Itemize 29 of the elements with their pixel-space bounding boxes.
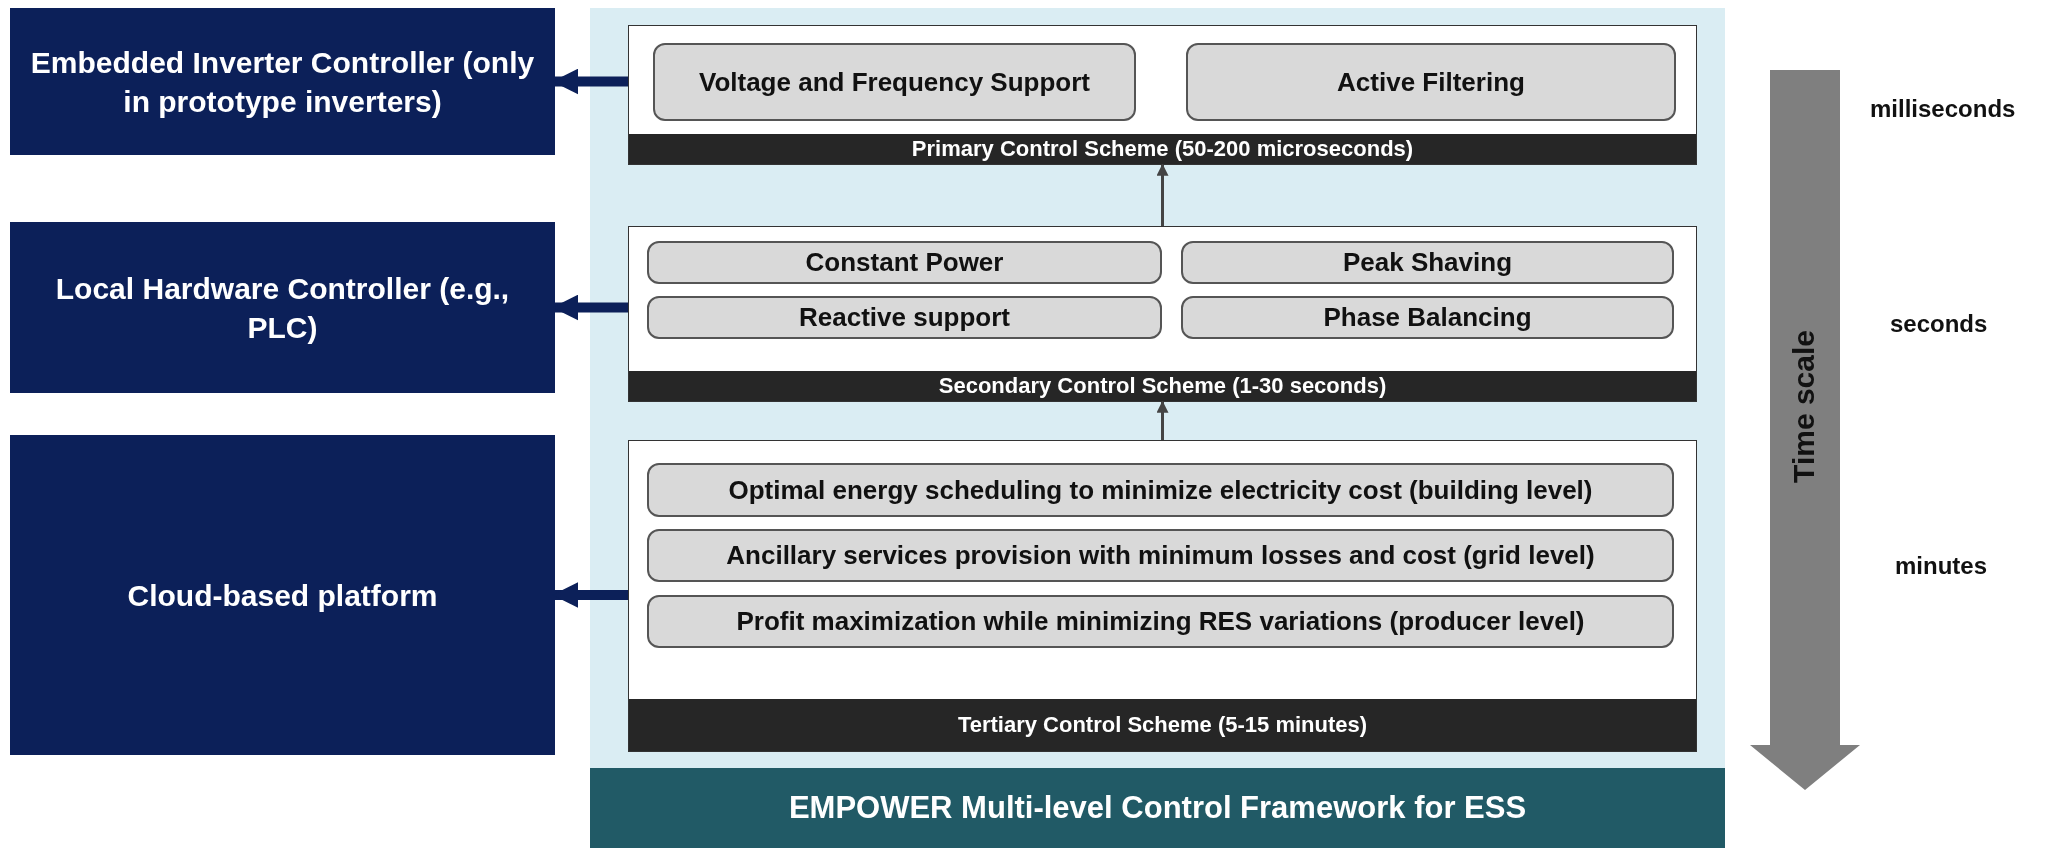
arrow xyxy=(552,582,628,608)
arrow xyxy=(552,294,628,321)
scheme-caption-band: Secondary Control Scheme (1-30 seconds) xyxy=(629,371,1696,401)
function-box: Active Filtering xyxy=(1186,43,1676,121)
arrow xyxy=(1156,163,1169,226)
function-box: Profit maximization while minimizing RES variations (producer level) xyxy=(647,595,1674,648)
scheme-caption-band: Tertiary Control Scheme (5-15 minutes) xyxy=(629,699,1696,751)
control-scheme-panel xyxy=(628,25,1697,165)
control-scheme-panel xyxy=(628,226,1697,402)
control-scheme-panel xyxy=(628,440,1697,752)
framework-panel xyxy=(590,8,1725,848)
title-band: EMPOWER Multi-level Control Framework for ESS xyxy=(590,768,1725,848)
function-box: Phase Balancing xyxy=(1181,296,1674,339)
controller-box: Local Hardware Controller (e.g., PLC) xyxy=(10,222,555,393)
controller-box: Cloud-based platform xyxy=(10,435,555,755)
function-box: Optimal energy scheduling to minimize electricity cost (building level) xyxy=(647,463,1674,517)
time-unit-label: minutes xyxy=(1895,552,1987,580)
arrow xyxy=(552,68,628,95)
time-unit-label: seconds xyxy=(1890,310,1988,338)
function-box: Ancillary services provision with minimum losses and cost (grid level) xyxy=(647,529,1674,582)
controller-box: Embedded Inverter Controller (only in prototype inverters) xyxy=(10,8,555,155)
function-box: Constant Power xyxy=(647,241,1162,284)
arrow xyxy=(1156,400,1169,440)
function-box: Peak Shaving xyxy=(1181,241,1674,284)
scheme-caption-band: Primary Control Scheme (50-200 microseconds) xyxy=(629,134,1696,164)
function-box: Voltage and Frequency Support xyxy=(653,43,1136,121)
function-box: Reactive support xyxy=(647,296,1162,339)
time-unit-label: milliseconds xyxy=(1870,95,2016,123)
time-scale-label: Time scale xyxy=(1787,330,1821,483)
